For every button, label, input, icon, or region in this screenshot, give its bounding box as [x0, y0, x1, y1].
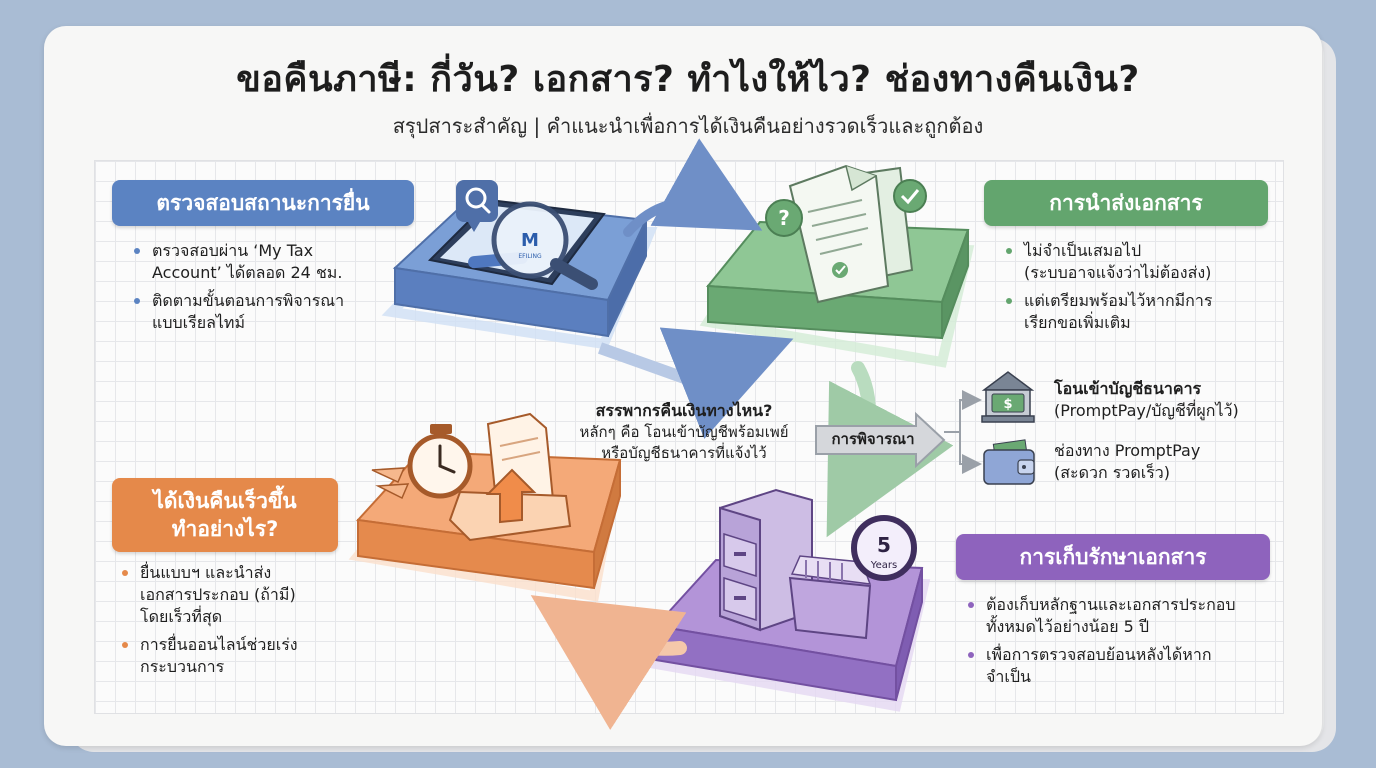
- search-bubble-icon: [456, 180, 498, 232]
- list-item: ต้องเก็บหลักฐานและเอกสารประกอบ ทั้งหมดไว…: [964, 594, 1264, 638]
- page-title: ขอคืนภาษี: กี่วัน? เอกสาร? ทำไงให้ไว? ช่…: [236, 59, 1140, 100]
- bank-dollar-symbol: $: [1003, 397, 1012, 412]
- documents-bullets: ไม่จำเป็นเสมอไป (ระบบอาจแจ้งว่าไม่ต้องส่…: [1002, 240, 1262, 340]
- document-stack-icon: [788, 164, 914, 304]
- faster-title-line1: ได้เงินคืนเร็วขึ้น: [153, 489, 297, 513]
- refund-channel-answer: หลักๆ คือ โอนเข้าบัญชีพร้อมเพย์ หรือบัญช…: [579, 423, 789, 462]
- page-subtitle: สรุปสาระสำคัญ | คำแนะนำเพื่อการได้เงินคื…: [392, 114, 984, 138]
- arrow-storage-to-faster: [530, 595, 687, 730]
- list-item: การยื่นออนไลน์ช่วยเร่ง กระบวนการ: [118, 634, 348, 678]
- review-arrow: [815, 411, 946, 469]
- arrow-status-to-documents: [623, 138, 763, 237]
- svg-text:?: ?: [778, 206, 790, 230]
- magnifier-icon: M EFILING: [491, 201, 598, 290]
- faster-title-line2: ทำอย่างไร?: [171, 517, 279, 541]
- question-circle-icon: ?: [765, 199, 803, 237]
- check-circle-icon: [893, 179, 927, 213]
- list-item: ตรวจสอบผ่าน ‘My Tax Account’ ได้ตลอด 24 …: [130, 240, 390, 284]
- efiling-logo-text: M: [521, 230, 539, 251]
- list-item: เพื่อการตรวจสอบย้อนหลังได้หาก จำเป็น: [964, 644, 1264, 688]
- list-item: ติดตามขั้นตอนการพิจารณา แบบเรียลไทม์: [130, 290, 390, 334]
- storage-bullets: ต้องเก็บหลักฐานและเอกสารประกอบ ทั้งหมดไว…: [964, 594, 1264, 694]
- review-label: การพิจารณา: [831, 430, 915, 448]
- bank-transfer-title: โอนเข้าบัญชีธนาคาร: [1054, 379, 1202, 398]
- promptpay-detail: (สะดวก รวดเร็ว): [1054, 463, 1171, 482]
- efiling-logo-subtext: EFILING: [518, 253, 542, 260]
- status-bullets: ตรวจสอบผ่าน ‘My Tax Account’ ได้ตลอด 24 …: [130, 240, 390, 340]
- badge-unit: Years: [870, 560, 897, 571]
- filing-cabinet-icon: [719, 488, 813, 632]
- list-item: แต่เตรียมพร้อมไว้หากมีการ เรียกขอเพิ่มเต…: [1002, 290, 1262, 334]
- wallet-icon: [983, 439, 1035, 485]
- refund-channel-question: สรรพากรคืนเงินทางไหน?: [595, 401, 773, 420]
- documents-section-title: การนำส่งเอกสาร: [984, 180, 1268, 226]
- promptpay-title: ช่องทาง PromptPay: [1054, 441, 1201, 460]
- refund-channel-callout: สรรพากรคืนเงินทางไหน? หลักๆ คือ โอนเข้าบ…: [560, 400, 808, 464]
- bank-icon: $: [981, 371, 1035, 423]
- bank-transfer-detail: (PromptPay/บัญชีที่ผูกไว้): [1054, 401, 1239, 420]
- storage-section-title: การเก็บรักษาเอกสาร: [956, 534, 1270, 580]
- faster-section-title: ได้เงินคืนเร็วขึ้น ทำอย่างไร?: [112, 478, 338, 552]
- badge-number: 5: [877, 533, 891, 557]
- five-years-badge-icon: 5 Years: [851, 515, 917, 581]
- status-section-title: ตรวจสอบสถานะการยื่น: [112, 180, 414, 226]
- list-item: ยื่นแบบฯ และนำส่ง เอกสารประกอบ (ถ้ามี) โ…: [118, 562, 348, 628]
- faster-bullets: ยื่นแบบฯ และนำส่ง เอกสารประกอบ (ถ้ามี) โ…: [118, 562, 348, 684]
- arrow-status-to-review: [597, 327, 794, 439]
- bank-transfer-option: โอนเข้าบัญชีธนาคาร (PromptPay/บัญชีที่ผู…: [1054, 378, 1274, 422]
- list-item: ไม่จำเป็นเสมอไป (ระบบอาจแจ้งว่าไม่ต้องส่…: [1002, 240, 1262, 284]
- upload-tray-icon: [448, 412, 572, 542]
- payment-bracket: [959, 399, 970, 465]
- promptpay-option: ช่องทาง PromptPay (สะดวก รวดเร็ว): [1054, 440, 1274, 484]
- file-box-icon: [788, 555, 872, 640]
- stopwatch-icon: [371, 424, 473, 500]
